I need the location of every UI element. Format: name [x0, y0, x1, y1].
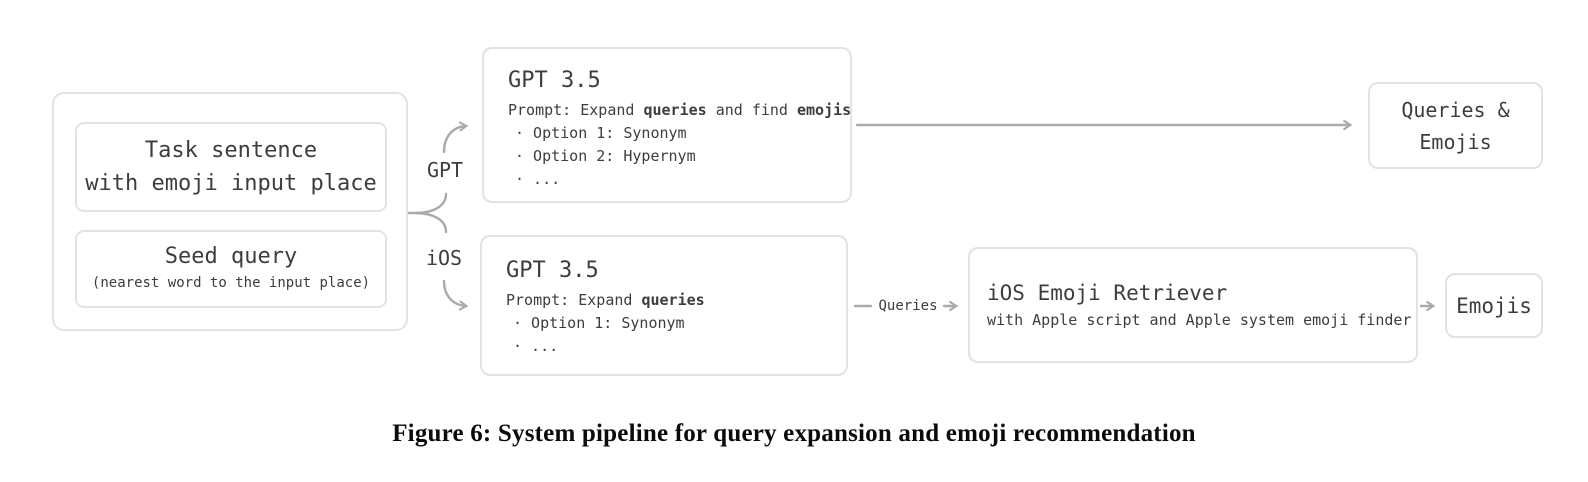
gpt-expand-find-prompt: Prompt: Expand queries and find emojis — [508, 99, 852, 122]
retriever-title: iOS Emoji Retriever — [987, 281, 1228, 305]
task-sentence-line2: with emoji input place — [85, 171, 377, 196]
gpt-expand-prompt: Prompt: Expand queries — [506, 289, 846, 312]
task-sentence-line1: Task sentence — [144, 138, 318, 163]
prompt-bold-queries: queries — [641, 291, 705, 309]
branch-label-ios: iOS — [425, 246, 463, 270]
gpt-expand-box: GPT 3.5 Prompt: Expand queries · Option … — [480, 235, 848, 376]
prompt-text: Prompt: Expand — [506, 291, 642, 309]
prompt-bold-queries: queries — [643, 101, 707, 119]
queries-flow-label: Queries — [878, 298, 938, 314]
task-sentence-box: Task sentence with emoji input place — [75, 122, 387, 212]
input-group-box: Task sentence with emoji input place See… — [52, 92, 408, 331]
fork-branch-down — [415, 211, 448, 234]
queries-emojis-line1: Queries & — [1401, 97, 1510, 122]
branch-label-gpt: GPT — [426, 158, 464, 182]
seed-query-subtitle: (nearest word to the input place) — [91, 275, 371, 291]
option-item: · ... — [515, 170, 561, 188]
ios-emoji-retriever-box: iOS Emoji Retriever with Apple script an… — [968, 247, 1418, 363]
queries-emojis-box: Queries & Emojis — [1368, 82, 1543, 169]
gpt-expand-find-box: GPT 3.5 Prompt: Expand queries and find … — [482, 47, 852, 203]
fork-branch-up — [415, 192, 448, 215]
prompt-text: and find — [706, 101, 797, 119]
option-item: · Option 1: Synonym — [515, 124, 687, 142]
gpt-branch-arrow — [442, 121, 469, 154]
gpt-expand-find-title: GPT 3.5 — [508, 68, 601, 93]
option-item: · Option 1: Synonym — [513, 314, 685, 332]
seed-query-box: Seed query (nearest word to the input pl… — [75, 230, 387, 308]
option-item: · Option 2: Hypernym — [515, 147, 696, 165]
gpt-expand-title: GPT 3.5 — [506, 258, 599, 283]
prompt-bold-emojis: emojis — [797, 101, 852, 119]
option-item: · ... — [513, 337, 559, 355]
queries-emojis-line2: Emojis — [1419, 129, 1492, 154]
retriever-subtitle: with Apple script and Apple system emoji… — [987, 311, 1412, 329]
emojis-box: Emojis — [1445, 273, 1543, 338]
prompt-text: Prompt: Expand — [508, 101, 644, 119]
ios-branch-arrow — [442, 279, 469, 311]
figure-caption: Figure 6: System pipeline for query expa… — [392, 420, 1196, 447]
emojis-label: Emojis — [1456, 293, 1532, 318]
seed-query-title: Seed query — [164, 244, 298, 269]
